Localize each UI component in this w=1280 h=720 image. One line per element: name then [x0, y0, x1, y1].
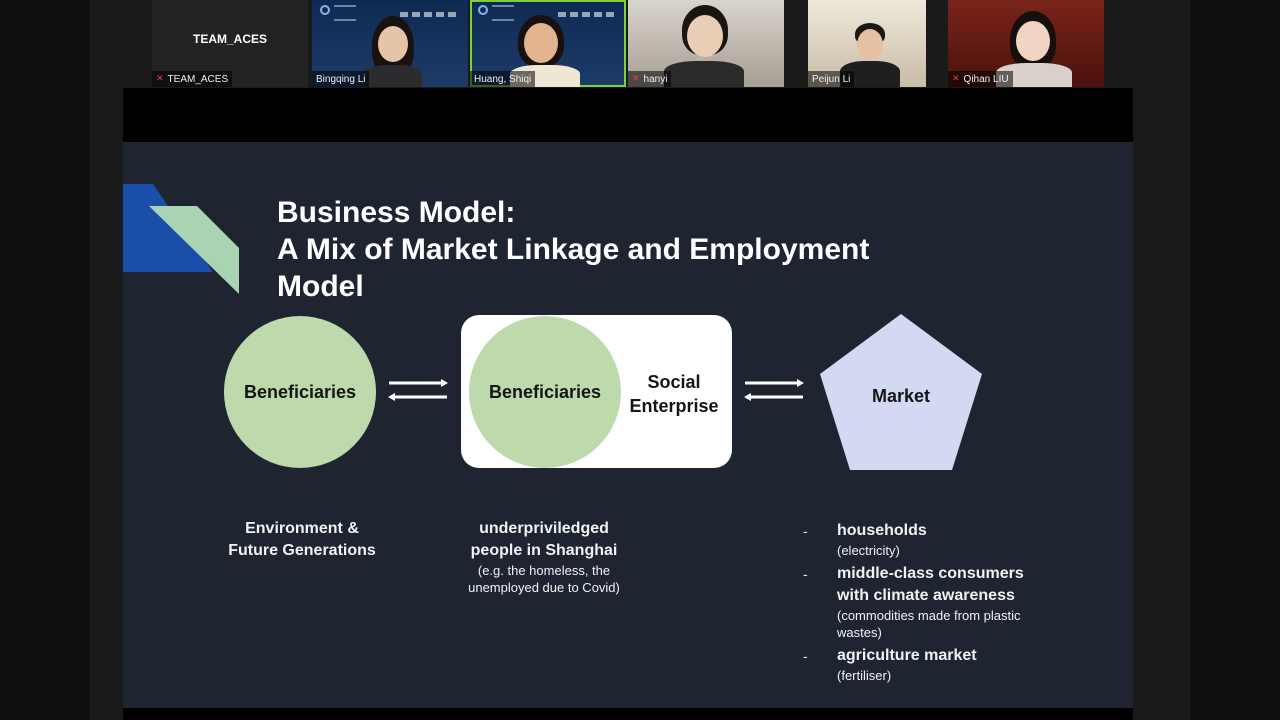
- beneficiaries-circle-middle: Beneficiaries: [469, 316, 621, 468]
- shared-screen-letterbox-top: [123, 88, 1133, 142]
- caption-line: Future Generations: [228, 542, 376, 559]
- participant-name-bar: ✕ hanyi: [628, 71, 672, 87]
- list-item-main: agriculture market: [837, 647, 977, 664]
- list-item: - households (electricity): [803, 520, 1103, 559]
- slide-title-line: Model: [277, 270, 364, 303]
- label-line: Social: [647, 372, 701, 392]
- participant-strip: TEAM_ACES ✕ TEAM_ACES Bingqing Li Huang,…: [152, 0, 1112, 87]
- mic-muted-icon: ✕: [156, 74, 164, 84]
- social-enterprise-label: Social Enterprise: [604, 370, 744, 418]
- caption-underprivileged: underpriviledged people in Shanghai (e.g…: [439, 518, 649, 596]
- list-item-main: middle-class consumers: [837, 565, 1024, 582]
- participant-name: Peijun Li: [812, 73, 851, 85]
- circle-label: Beneficiaries: [488, 381, 602, 402]
- slide-accent-logo: [123, 184, 239, 294]
- participant-name: TEAM_ACES: [167, 73, 229, 85]
- circle-label: Beneficiaries: [243, 381, 357, 402]
- market-pentagon: [816, 312, 986, 472]
- caption-line: underpriviledged: [479, 520, 609, 537]
- list-item: - middle-class consumers with climate aw…: [803, 563, 1103, 641]
- participant-name-bar: Huang, Shiqi: [470, 71, 536, 87]
- event-logo-icon: [320, 5, 330, 15]
- list-item-sub: (electricity): [837, 543, 900, 558]
- caption-subline: (e.g. the homeless, the: [477, 563, 611, 578]
- slide-title-line: Business Model:: [277, 196, 516, 229]
- participant-tile-qihan-liu[interactable]: ✕ Qihan LIU: [948, 0, 1104, 87]
- list-dash: -: [803, 523, 808, 539]
- list-dash: -: [803, 648, 808, 664]
- list-dash: -: [803, 566, 808, 582]
- participant-tile-peijun-li[interactable]: Peijun Li: [808, 0, 926, 87]
- shared-slide: Business Model: A Mix of Market Linkage …: [123, 142, 1133, 708]
- double-arrow-icon: [387, 378, 449, 402]
- participant-video: [362, 12, 422, 87]
- event-logo-icon: [478, 5, 488, 15]
- shared-screen-letterbox-bottom: [123, 708, 1133, 720]
- list-item-main: with climate awareness: [837, 587, 1015, 604]
- participant-name: Qihan LIU: [963, 73, 1009, 85]
- list-item-sub: (fertiliser): [837, 668, 892, 683]
- list-item-sub: wastes): [837, 625, 882, 640]
- mic-muted-icon: ✕: [632, 74, 640, 84]
- participant-video: [664, 5, 744, 87]
- participant-video: [840, 23, 900, 87]
- list-item-main: households: [837, 522, 927, 539]
- market-list: - households (electricity) - middle-clas…: [803, 520, 1103, 688]
- caption-line: people in Shanghai: [470, 542, 618, 559]
- beneficiaries-circle-left: Beneficiaries: [224, 316, 376, 468]
- list-item-sub: (commodities made from plastic: [837, 608, 1021, 623]
- sponsor-logos: [558, 12, 618, 17]
- event-logo-text-mark: [334, 5, 356, 21]
- caption-environment: Environment & Future Generations: [197, 518, 407, 562]
- slide-title: Business Model: A Mix of Market Linkage …: [277, 194, 869, 305]
- participant-tile-hanyi[interactable]: ✕ hanyi: [628, 0, 784, 87]
- window-gutter-right: [1190, 0, 1280, 720]
- slide-title-line: A Mix of Market Linkage and Employment: [277, 233, 870, 266]
- participant-name: Huang, Shiqi: [474, 73, 532, 85]
- participant-name: Bingqing Li: [316, 73, 366, 85]
- participant-placeholder-name: TEAM_ACES: [192, 32, 267, 46]
- participant-name-bar: ✕ Qihan LIU: [948, 71, 1013, 87]
- participant-tile-bingqing-li[interactable]: Bingqing Li: [312, 0, 468, 87]
- mic-muted-icon: ✕: [952, 74, 960, 84]
- sponsor-logos: [400, 12, 460, 17]
- participant-name: hanyi: [643, 73, 668, 85]
- event-logo-text-mark: [492, 5, 514, 21]
- participant-tile-huang-shiqi[interactable]: Huang, Shiqi: [470, 0, 626, 87]
- double-arrow-icon: [743, 378, 805, 402]
- participant-tile-team-aces[interactable]: TEAM_ACES ✕ TEAM_ACES: [152, 0, 308, 87]
- participant-name-bar: Bingqing Li: [312, 71, 370, 87]
- label-line: Enterprise: [629, 396, 719, 416]
- participant-name-bar: Peijun Li: [808, 71, 855, 87]
- list-item: - agriculture market (fertiliser): [803, 645, 1103, 684]
- caption-line: Environment &: [245, 520, 359, 537]
- caption-subline: unemployed due to Covid): [468, 580, 620, 595]
- market-label: Market: [871, 386, 931, 406]
- participant-name-bar: ✕ TEAM_ACES: [152, 71, 233, 87]
- window-gutter-left: [0, 0, 90, 720]
